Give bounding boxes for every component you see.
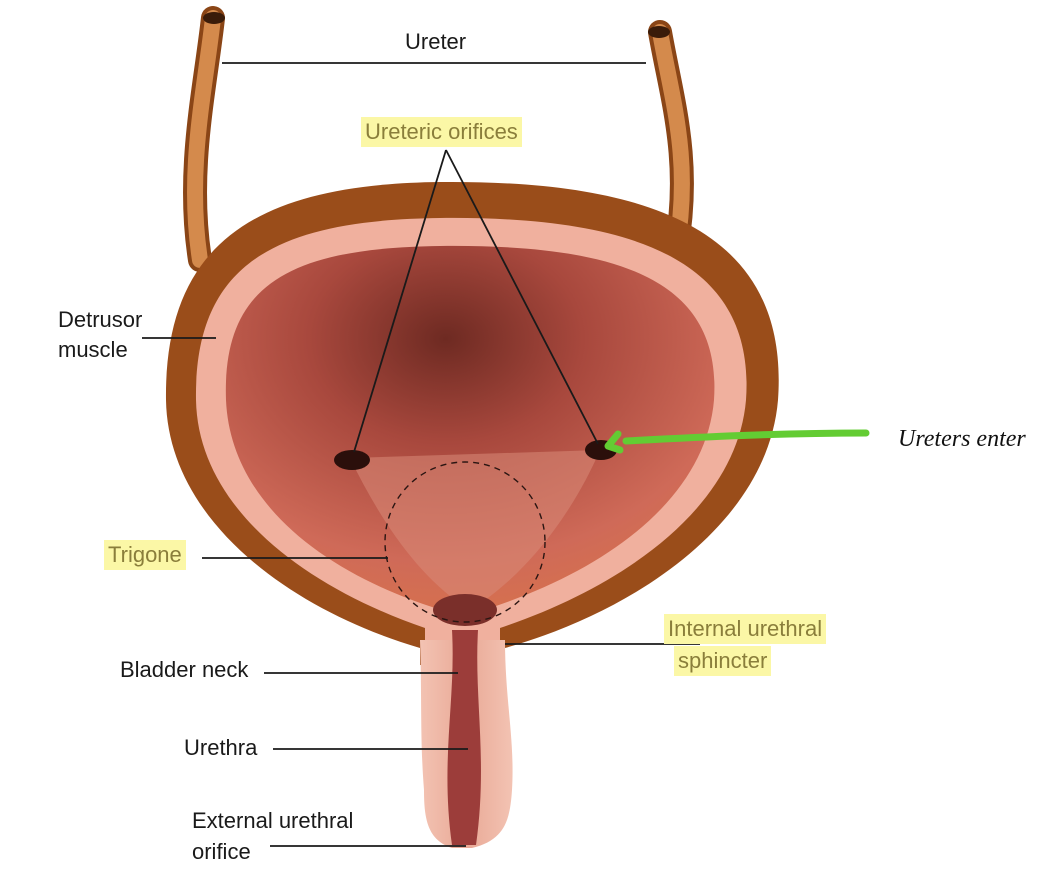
trigone-label: Trigone xyxy=(104,540,186,570)
ureters-enter-annotation: Ureters enter xyxy=(898,426,1026,453)
external-orifice-label-line2: orifice xyxy=(192,837,251,867)
detrusor-label-line1: Detrusor xyxy=(58,305,142,335)
internal-sphincter-label-line1: Internal urethral xyxy=(664,614,826,644)
internal-sphincter-label-line2: sphincter xyxy=(674,646,771,676)
external-orifice-label-line1: External urethral xyxy=(192,806,353,836)
ureteric-orifices-label: Ureteric orifices xyxy=(361,117,522,147)
detrusor-label-line2: muscle xyxy=(58,335,128,365)
ureter-label: Ureter xyxy=(405,27,466,57)
left-ureteric-orifice xyxy=(334,450,370,470)
urethra-label: Urethra xyxy=(184,733,257,763)
bladder-neck-label: Bladder neck xyxy=(120,655,248,685)
